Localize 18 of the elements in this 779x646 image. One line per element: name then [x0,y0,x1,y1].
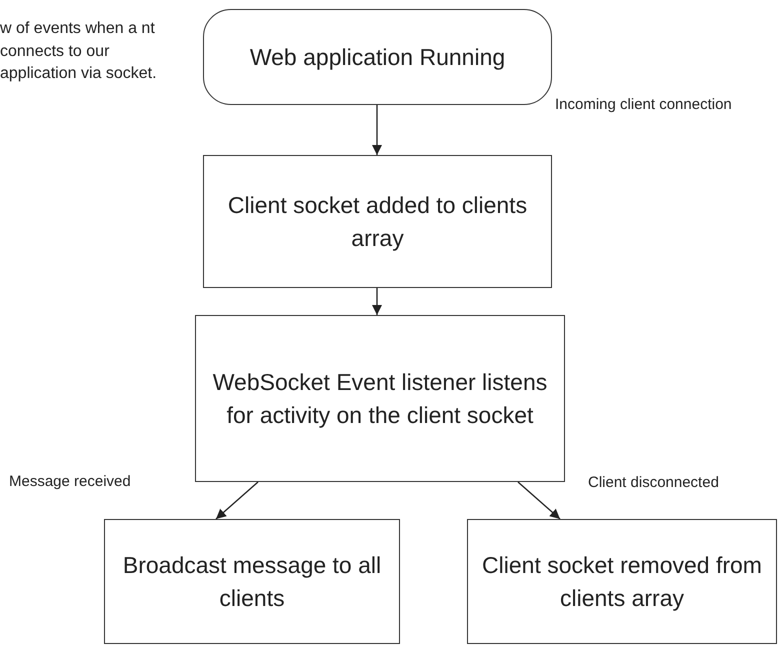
edge-note: Client disconnected [588,474,719,491]
node-text: WebSocket Event listener listens for activity on the client socket [212,368,548,430]
edge-note: Message received [9,473,131,490]
arrow [372,105,382,155]
node-text: Client socket removed from clients array [481,551,763,613]
node-text: Broadcast message to all clients [122,551,382,612]
arrow [518,482,560,520]
node-text: Client socket added to clients array [226,191,528,253]
process-box [203,155,552,288]
process-box [104,519,400,644]
arrow [372,288,382,315]
description-note: w of events when a nt connects to our application via socket. [0,19,158,84]
arrow [216,482,258,520]
process-box [195,315,565,482]
node-text: Web application Running [248,42,506,72]
edge-note: Incoming client connection [555,96,732,113]
process-box [467,519,777,644]
start-terminal [203,9,552,105]
